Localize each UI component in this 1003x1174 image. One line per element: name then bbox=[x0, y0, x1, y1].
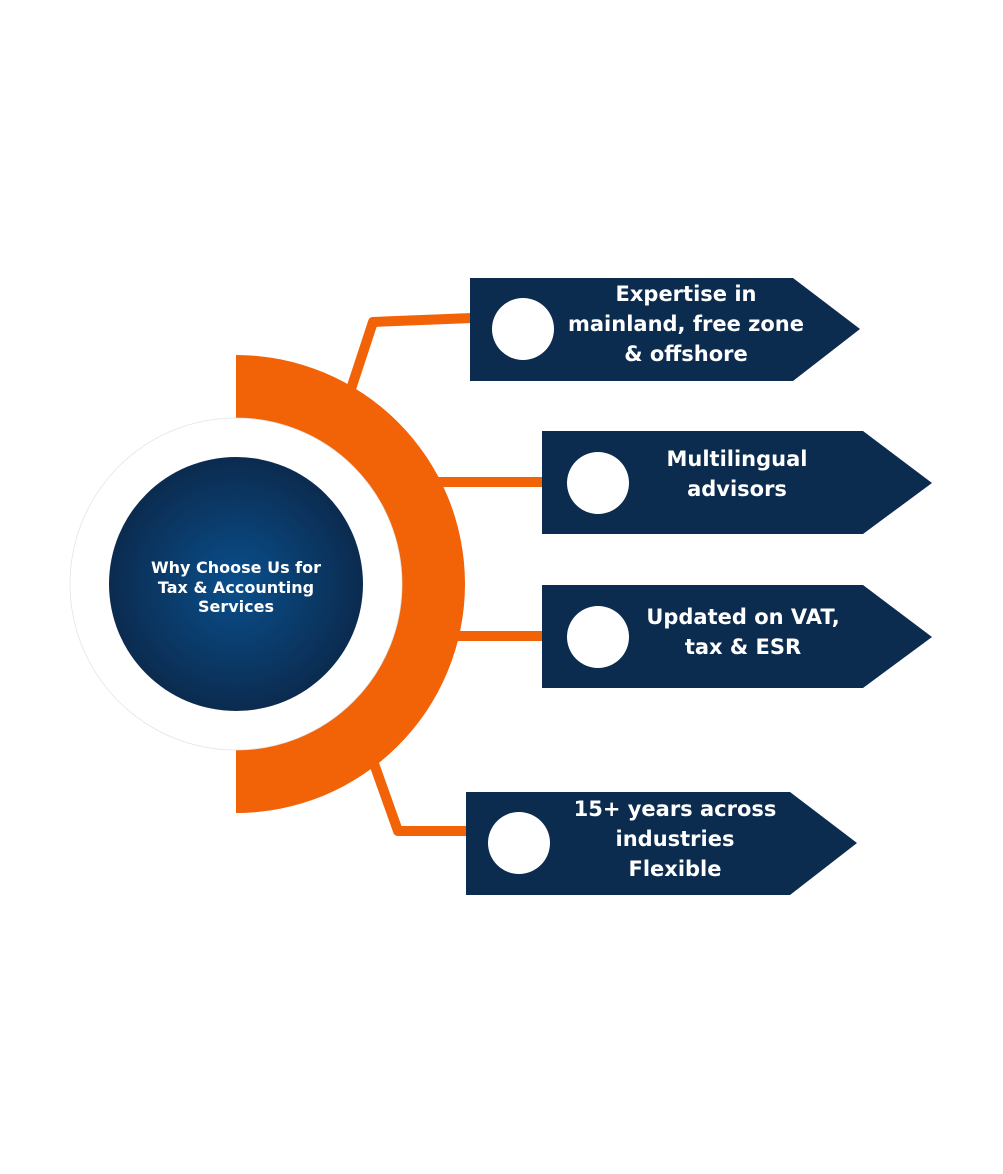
item-text-line: Multilingual bbox=[666, 447, 808, 471]
item-text-line: Expertise in bbox=[615, 282, 757, 306]
item-text-line: Flexible bbox=[628, 857, 722, 881]
item-text-line: tax & ESR bbox=[684, 635, 802, 659]
banner-4 bbox=[466, 792, 857, 895]
center-title: Why Choose Us for Tax & Accounting Servi… bbox=[126, 558, 346, 617]
center-title-line: Why Choose Us for bbox=[150, 558, 322, 577]
connector-4 bbox=[367, 756, 469, 836]
bullet-circle-icon bbox=[488, 812, 550, 874]
bullet-circle-icon bbox=[567, 452, 629, 514]
banner-1 bbox=[470, 278, 860, 381]
bullet-circle-icon bbox=[567, 606, 629, 668]
orange-half-ring bbox=[236, 355, 465, 813]
item-1-text: Expertise in mainland, free zone & offsh… bbox=[551, 279, 821, 369]
banner-2 bbox=[542, 431, 932, 534]
item-text-line: advisors bbox=[687, 477, 787, 501]
center-title-line: Services bbox=[197, 597, 275, 616]
item-4-text: 15+ years across industries Flexible bbox=[540, 794, 810, 884]
center-circle bbox=[109, 457, 363, 711]
item-text-line: mainland, free zone bbox=[568, 312, 804, 336]
item-3-text: Updated on VAT, tax & ESR bbox=[608, 602, 878, 662]
item-2-text: Multilingual advisors bbox=[602, 444, 872, 504]
item-text-line: Updated on VAT, bbox=[646, 605, 840, 629]
item-text-line: 15+ years across bbox=[573, 797, 777, 821]
bullet-circle-icon bbox=[492, 298, 554, 360]
item-text-line: & offshore bbox=[624, 342, 748, 366]
banner-3 bbox=[542, 585, 932, 688]
item-text-line: industries bbox=[615, 827, 735, 851]
center-title-line: Tax & Accounting bbox=[157, 577, 315, 597]
connector-1 bbox=[345, 313, 473, 394]
